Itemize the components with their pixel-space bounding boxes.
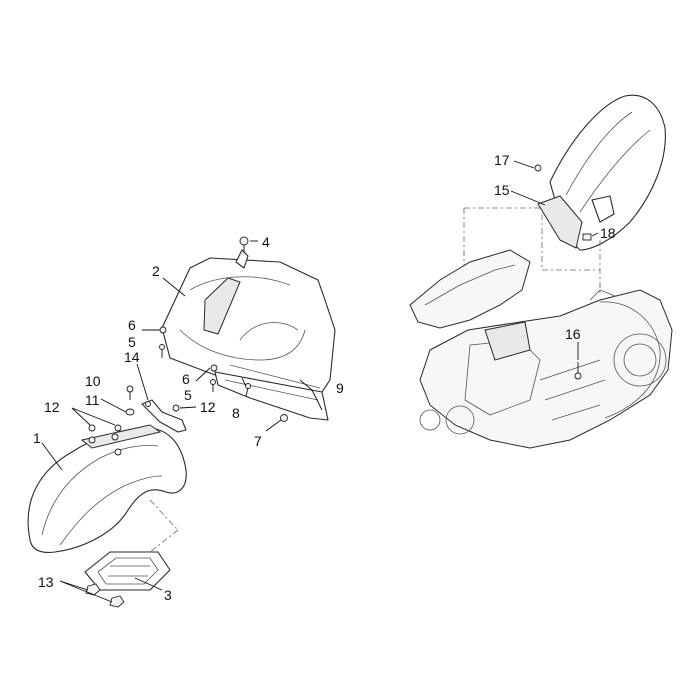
assembly-line [542,269,601,295]
leader-line [513,160,535,169]
leader-line [71,407,116,426]
callout-4: 4 [262,234,270,250]
bolt-part-10 [126,385,134,400]
leader-line [510,190,546,206]
leader-line [162,277,186,297]
nut-part-13 [85,583,125,608]
leader-line [591,232,599,237]
callout-3: 3 [164,587,172,603]
leader-line [311,389,323,411]
washer-part-11 [125,408,135,416]
assembly-line [149,499,179,531]
bracket-part-14 [141,399,187,433]
leader-line [265,419,282,432]
rear-splash-guard-part-15 [537,94,666,251]
screw-part-4 [239,236,249,253]
callout-15: 15 [494,182,510,198]
screw-part-7 [280,414,288,422]
callout-5-upper: 5 [128,334,136,350]
callout-18: 18 [600,225,616,241]
callout-8: 8 [232,405,240,421]
leader-line [179,406,197,409]
leader-line [71,407,91,426]
screw-part-12-left [88,424,122,432]
front-fender-part-1 [27,424,187,554]
callout-9: 9 [336,380,344,396]
leader-line [134,577,163,591]
callout-13: 13 [38,574,54,590]
callout-12-left: 12 [44,399,60,415]
assembly-line [149,529,179,553]
callout-2: 2 [152,263,160,279]
leader-line [299,379,313,391]
leader-line [100,398,127,413]
leader-line [136,363,149,401]
screw-part-12-right [172,404,180,412]
callout-6-upper: 6 [128,317,136,333]
leader-line [59,580,113,603]
clip-part-18 [582,233,592,241]
screw-part-17 [534,164,542,172]
leader-line [41,442,63,471]
screw-part-5-upper [159,344,165,358]
bolt-part-16 [574,362,582,380]
leader-line [195,367,211,382]
callout-11: 11 [85,392,100,408]
callout-12-right: 12 [200,399,216,415]
callout-5-lower: 5 [184,387,192,403]
callout-6-lower: 6 [182,371,190,387]
screw-part-5-lower [210,379,216,392]
callout-16: 16 [565,326,581,342]
engine-assembly [409,249,673,449]
shield-panel-part-9 [214,371,329,421]
callout-7: 7 [254,433,262,449]
callout-14: 14 [124,349,140,365]
screw-part-6-upper [159,326,167,334]
fender-bracket-part-3 [84,551,171,591]
leader-line [241,377,247,387]
callout-17: 17 [494,152,510,168]
callout-10: 10 [85,373,101,389]
screw-part-6-lower [210,364,218,372]
callout-1: 1 [33,430,41,446]
